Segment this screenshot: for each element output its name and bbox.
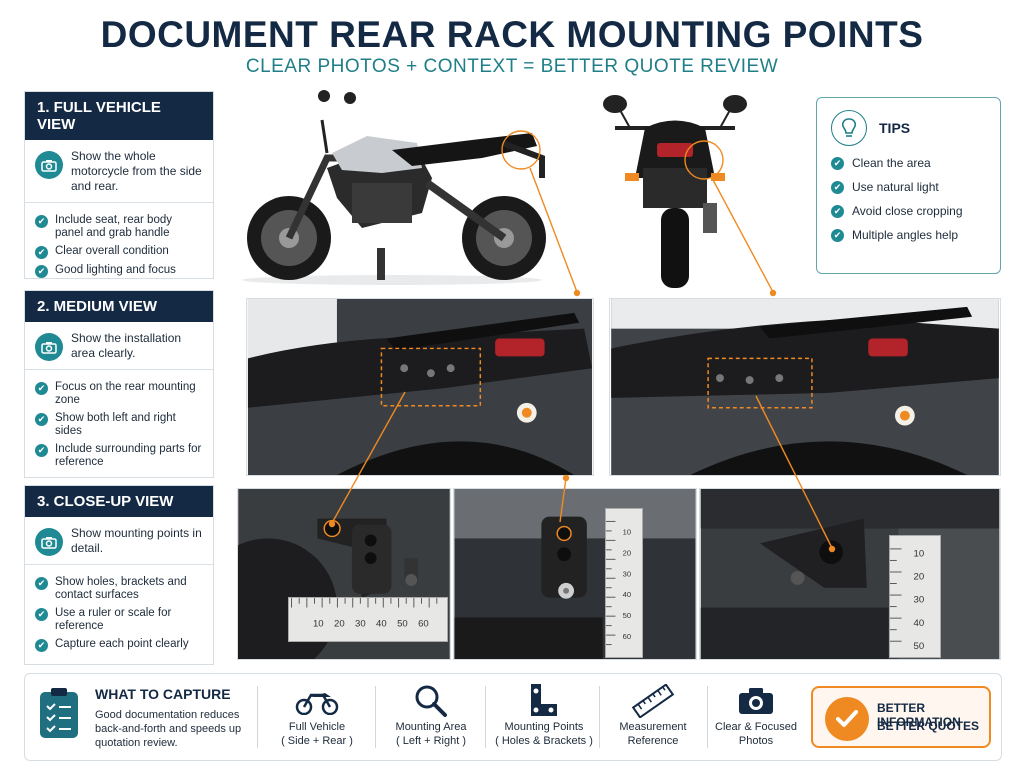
ruler-label: 40 <box>376 619 387 630</box>
medium-view-left-photo <box>246 298 594 476</box>
check-item: ✔Clear overall condition <box>35 245 203 259</box>
section-heading: 2. MEDIUM VIEW <box>25 291 213 322</box>
section-medium-view: 2. MEDIUM VIEW Show the installation are… <box>24 290 214 478</box>
ruler-label: 20 <box>623 549 631 558</box>
ruler-label: 50 <box>623 611 631 620</box>
section-heading: 1. FULL VEHICLE VIEW <box>25 92 213 140</box>
ruler-vertical-middle: 10 20 30 40 50 60 <box>605 508 643 658</box>
ruler-label: 30 <box>623 569 631 578</box>
check-icon: ✔ <box>831 205 844 218</box>
check-icon: ✔ <box>35 265 48 278</box>
ruler-label: 30 <box>355 619 366 630</box>
section-full-vehicle: 1. FULL VEHICLE VIEW Show the whole moto… <box>24 91 214 279</box>
ruler-label: 50 <box>397 619 408 630</box>
ruler-label: 10 <box>313 619 324 630</box>
capture-item-photos: Clear & Focused Photos <box>711 682 801 754</box>
capture-item-mounting-area: Mounting Area ( Left + Right ) <box>381 682 481 754</box>
ruler-label: 10 <box>623 528 631 537</box>
check-icon: ✔ <box>35 246 48 259</box>
motorcycle-icon <box>265 682 369 720</box>
what-to-capture-bar: WHAT TO CAPTURE Good documentation reduc… <box>24 673 1002 761</box>
check-icon: ✔ <box>35 382 48 395</box>
check-icon: ✔ <box>35 413 48 426</box>
closeup-measure-photo <box>453 488 697 660</box>
camera-icon <box>35 333 63 361</box>
check-item: ✔Use a ruler or scale for reference <box>35 607 203 633</box>
capture-title: WHAT TO CAPTURE <box>95 686 231 702</box>
tip-item: ✔Clean the area <box>831 156 986 170</box>
bracket-icon <box>489 682 599 720</box>
check-icon: ✔ <box>35 608 48 621</box>
motorcycle-side-photo <box>232 88 562 286</box>
closeup-plate-photo <box>699 488 1001 660</box>
ruler-label: 30 <box>913 595 924 606</box>
check-icon: ✔ <box>831 229 844 242</box>
capture-item-mounting-points: Mounting Points ( Holes & Brackets ) <box>489 682 599 754</box>
check-item: ✔Focus on the rear mounting zone <box>35 381 203 407</box>
check-icon: ✔ <box>35 577 48 590</box>
divider <box>707 686 708 748</box>
magnifier-icon <box>381 682 481 720</box>
check-item: ✔Good lighting and focus <box>35 264 203 278</box>
divider <box>599 686 600 748</box>
check-item: ✔Include seat, rear body panel and grab … <box>35 214 203 240</box>
section-lead: Show mounting points in detail. <box>71 526 202 555</box>
check-item: ✔Include surrounding parts for reference <box>35 443 203 469</box>
ruler-vertical-right: 10 20 30 40 50 <box>889 535 941 658</box>
section-lead: Show the installation area clearly. <box>71 331 182 360</box>
ruler-label: 50 <box>913 641 924 652</box>
divider <box>485 686 486 748</box>
ruler-label: 20 <box>913 572 924 583</box>
check-icon: ✔ <box>35 639 48 652</box>
tip-item: ✔Use natural light <box>831 180 986 194</box>
check-item: ✔Show holes, brackets and contact surfac… <box>35 576 203 602</box>
clipboard-icon <box>37 686 81 740</box>
callout-line1: BETTER INFORMATION <box>877 701 961 729</box>
check-icon: ✔ <box>831 157 844 170</box>
ruler-label: 40 <box>623 590 631 599</box>
better-quotes-callout: BETTER INFORMATION BETTER QUOTES <box>811 686 991 748</box>
capture-item-full-vehicle: Full Vehicle ( Side + Rear ) <box>265 682 369 754</box>
section-lead: Show the whole motorcycle from the side … <box>71 149 202 193</box>
tip-item: ✔Avoid close cropping <box>831 204 986 218</box>
page-title: DOCUMENT REAR RACK MOUNTING POINTS <box>100 14 924 55</box>
check-item: ✔Show both left and right sides <box>35 412 203 438</box>
ruler-label: 60 <box>418 619 429 630</box>
motorcycle-rear-photo <box>595 88 755 290</box>
section-close-up: 3. CLOSE-UP VIEW Show mounting points in… <box>24 485 214 665</box>
page-subtitle: CLEAR PHOTOS + CONTEXT = BETTER QUOTE RE… <box>245 56 779 77</box>
ruler-label: 40 <box>913 618 924 629</box>
ruler-icon <box>603 682 703 720</box>
lightbulb-icon <box>831 110 867 146</box>
camera-icon <box>711 682 801 720</box>
tips-panel: TIPS ✔Clean the area ✔Use natural light … <box>816 97 1001 274</box>
capture-item-measurement: Measurement Reference <box>603 682 703 754</box>
capture-description: Good documentation reduces back-and-fort… <box>95 709 242 749</box>
divider <box>257 686 258 748</box>
section-heading: 3. CLOSE-UP VIEW <box>25 486 213 517</box>
checkmark-icon <box>825 697 869 741</box>
ruler-label: 60 <box>623 632 631 641</box>
ruler-label: 10 <box>913 549 924 560</box>
divider <box>375 686 376 748</box>
callout-line2: BETTER QUOTES <box>877 719 980 733</box>
ruler-label: 20 <box>334 619 345 630</box>
check-icon: ✔ <box>831 181 844 194</box>
check-icon: ✔ <box>35 215 48 228</box>
medium-view-right-photo <box>609 298 1001 476</box>
ruler-horizontal: 10 20 30 40 50 60 <box>288 597 448 642</box>
check-icon: ✔ <box>35 444 48 457</box>
camera-icon <box>35 151 63 179</box>
camera-icon <box>35 528 63 556</box>
tips-title: TIPS <box>879 120 911 136</box>
tip-item: ✔Multiple angles help <box>831 228 986 242</box>
check-item: ✔Capture each point clearly <box>35 638 203 652</box>
